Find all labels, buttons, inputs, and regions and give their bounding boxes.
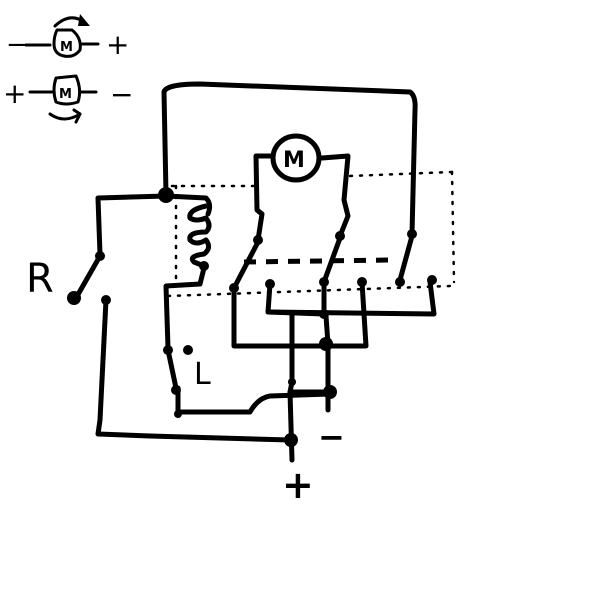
bus-junction-d <box>288 378 296 386</box>
limit-return-wire <box>175 385 333 415</box>
junction-top-left <box>158 187 174 203</box>
enclosure-right <box>450 170 456 284</box>
bus-mid <box>265 279 327 317</box>
contact-pivot-2 <box>335 231 345 241</box>
supply-negative-label: − <box>318 418 345 456</box>
relay-terminal-top <box>95 251 105 261</box>
supply-positive-label: + <box>282 463 314 507</box>
legend-row-1-left-sign: − <box>6 30 28 60</box>
legend: − M + + M − <box>3 14 133 124</box>
legend-row-2-motor-label: M <box>59 87 72 102</box>
legend-row-1-motor-symbol <box>52 28 82 58</box>
motor-label: M <box>283 148 305 173</box>
relay-enclosure <box>166 170 456 298</box>
enclosure-top-right <box>348 170 454 178</box>
legend-row-2-right-sign: − <box>110 78 133 111</box>
bus-junction-a <box>319 309 329 319</box>
enclosure-bottom <box>166 284 452 298</box>
relay-terminal-right <box>101 295 111 305</box>
supply-junction <box>284 433 298 447</box>
relay-return-wire <box>95 297 293 443</box>
legend-row-1-arrow-head <box>78 14 90 26</box>
legend-row-2: + M − <box>3 74 133 124</box>
wiring: M R L − + <box>26 81 437 507</box>
limit-label: L <box>194 357 211 392</box>
relay-label: R <box>26 256 54 302</box>
relay-coil <box>187 203 212 269</box>
coil-top-lead <box>163 193 213 217</box>
legend-row-1: − M + <box>6 14 129 61</box>
limit-switch-blade <box>165 347 179 391</box>
contact-blade-3 <box>397 233 415 283</box>
motor-lead-right <box>319 153 351 239</box>
legend-row-2-rotation-arrow <box>48 112 82 121</box>
contact-pivot-1 <box>253 235 263 245</box>
contact-terminal-2b <box>357 277 367 287</box>
legend-row-2-left-sign: + <box>3 77 26 110</box>
coil-terminal <box>199 261 209 271</box>
relay-terminal-left <box>67 291 81 305</box>
terminals <box>67 187 437 447</box>
bus-junction-c <box>323 385 337 399</box>
motor-housing <box>270 133 322 183</box>
bus-junction-b <box>319 337 333 351</box>
contact-terminal-1b <box>265 279 275 289</box>
top-loop-wire <box>161 81 418 237</box>
motor-lead-left <box>253 153 275 243</box>
legend-row-1-right-sign: + <box>106 28 129 61</box>
mechanical-link <box>243 257 393 265</box>
legend-row-2-arrow-head <box>72 108 82 124</box>
contact-terminal-1a <box>229 283 239 293</box>
contact-terminal-3a <box>395 277 405 287</box>
coil-to-limit-wire <box>163 265 207 351</box>
legend-row-1-motor-label: M <box>60 40 73 55</box>
limit-terminal-mid <box>183 345 193 355</box>
limit-terminal-end <box>174 410 182 418</box>
limit-terminal-top <box>163 345 173 355</box>
contact-pivot-3 <box>407 229 417 239</box>
contact-blade-1 <box>231 239 261 291</box>
legend-row-2-motor-symbol <box>52 74 82 106</box>
relay-feed-top <box>95 193 169 257</box>
relay-switch-blade <box>73 253 103 301</box>
positive-drop <box>287 311 295 463</box>
contact-terminal-2a <box>319 277 329 287</box>
contact-terminal-3b <box>427 275 437 285</box>
limit-terminal-bottom <box>171 385 181 395</box>
